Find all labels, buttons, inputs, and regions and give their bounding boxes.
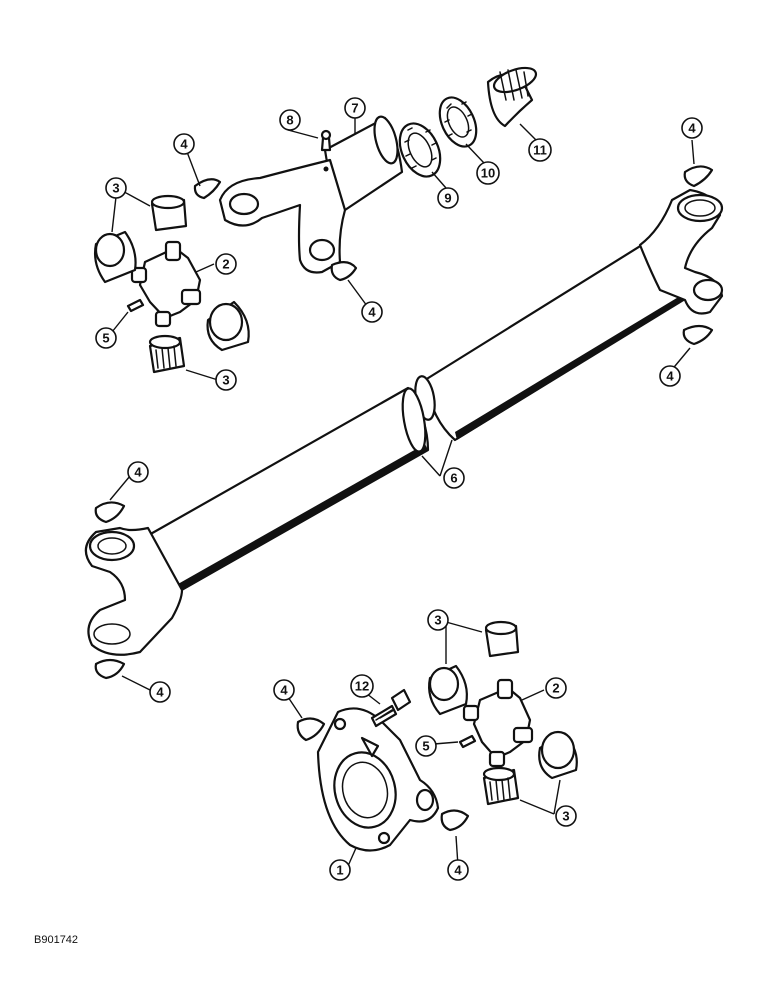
callout-12: 12 <box>350 674 374 698</box>
svg-text:2: 2 <box>552 681 559 696</box>
svg-text:3: 3 <box>222 373 229 388</box>
svg-text:2: 2 <box>222 257 229 272</box>
callout-7: 7 <box>344 97 366 119</box>
svg-text:12: 12 <box>355 679 369 694</box>
svg-text:11: 11 <box>533 143 547 158</box>
svg-text:8: 8 <box>286 113 293 128</box>
spline-washer <box>438 96 478 148</box>
svg-text:3: 3 <box>434 613 441 628</box>
svg-text:4: 4 <box>134 465 142 480</box>
callout-4-d: 4 <box>659 365 681 387</box>
svg-text:3: 3 <box>562 809 569 824</box>
svg-text:4: 4 <box>156 685 164 700</box>
svg-text:7: 7 <box>351 101 358 116</box>
svg-text:4: 4 <box>368 305 376 320</box>
callout-6: 6 <box>443 467 465 489</box>
flange-yoke <box>316 707 440 852</box>
drive-shaft-tube <box>138 238 692 594</box>
grease-fitting-bottom <box>458 734 477 749</box>
svg-text:5: 5 <box>102 331 109 346</box>
callout-2-top: 2 <box>215 253 237 275</box>
universal-joint-bottom <box>462 678 534 768</box>
callout-5-bottom: 5 <box>415 735 437 757</box>
svg-text:4: 4 <box>666 369 674 384</box>
snap-ring-left-1 <box>94 501 126 524</box>
slip-yoke <box>218 115 404 274</box>
callout-4-g: 4 <box>273 679 295 701</box>
leader-lines <box>109 118 695 867</box>
bearing-cup-bottom-3 <box>538 730 578 780</box>
callout-8: 8 <box>279 109 301 131</box>
snap-ring-bottom-2 <box>440 809 470 832</box>
snap-ring-left-2 <box>94 658 126 680</box>
callout-4-c: 4 <box>681 117 703 139</box>
dust-cap-seal <box>398 122 442 178</box>
callout-2-bottom: 2 <box>545 677 567 699</box>
right-end-yoke <box>638 188 724 315</box>
svg-text:10: 10 <box>481 166 495 181</box>
callout-4-a: 4 <box>173 133 195 155</box>
bearing-cup-top-2 <box>93 230 137 284</box>
callout-9: 9 <box>437 187 459 209</box>
callout-4-h: 4 <box>447 859 469 881</box>
callout-1: 1 <box>329 859 351 881</box>
bolt <box>370 688 412 728</box>
svg-text:1: 1 <box>336 863 343 878</box>
grease-fitting-8 <box>320 129 332 152</box>
snap-ring-bottom-1 <box>296 717 326 742</box>
callout-11: 11 <box>528 138 552 162</box>
callout-10: 10 <box>476 161 500 185</box>
universal-joint-top <box>130 240 202 328</box>
svg-text:4: 4 <box>688 121 696 136</box>
figure-id-label: B901742 <box>34 934 79 946</box>
callout-4-f: 4 <box>149 681 171 703</box>
callout-4-e: 4 <box>127 461 149 483</box>
grease-fitting-top <box>126 298 145 313</box>
bearing-cup-top-3 <box>206 300 250 352</box>
svg-text:6: 6 <box>450 471 457 486</box>
dust-cap <box>486 66 538 128</box>
callout-5-top: 5 <box>95 327 117 349</box>
bearing-cup-top-4 <box>148 334 186 374</box>
snap-ring-top-1 <box>193 178 222 200</box>
callout-3-top-a: 3 <box>105 177 127 199</box>
left-end-yoke <box>84 526 184 656</box>
callout-3-bottom-b: 3 <box>555 805 577 827</box>
bearing-cup-bottom-1 <box>484 620 520 658</box>
bearing-cup-bottom-2 <box>428 664 468 716</box>
svg-text:5: 5 <box>422 739 429 754</box>
callout-3-bottom-a: 3 <box>427 609 449 631</box>
callout-4-b: 4 <box>361 301 383 323</box>
svg-text:9: 9 <box>444 191 451 206</box>
bearing-cup-top-1 <box>150 194 188 232</box>
bearing-cup-bottom-4 <box>482 766 520 806</box>
svg-text:4: 4 <box>180 137 188 152</box>
snap-ring-top-2 <box>330 261 358 282</box>
callout-3-top-b: 3 <box>215 369 237 391</box>
svg-text:4: 4 <box>280 683 288 698</box>
snap-ring-right-1 <box>683 165 714 188</box>
snap-ring-right-2 <box>682 324 714 346</box>
svg-text:4: 4 <box>454 863 462 878</box>
svg-text:3: 3 <box>112 181 119 196</box>
